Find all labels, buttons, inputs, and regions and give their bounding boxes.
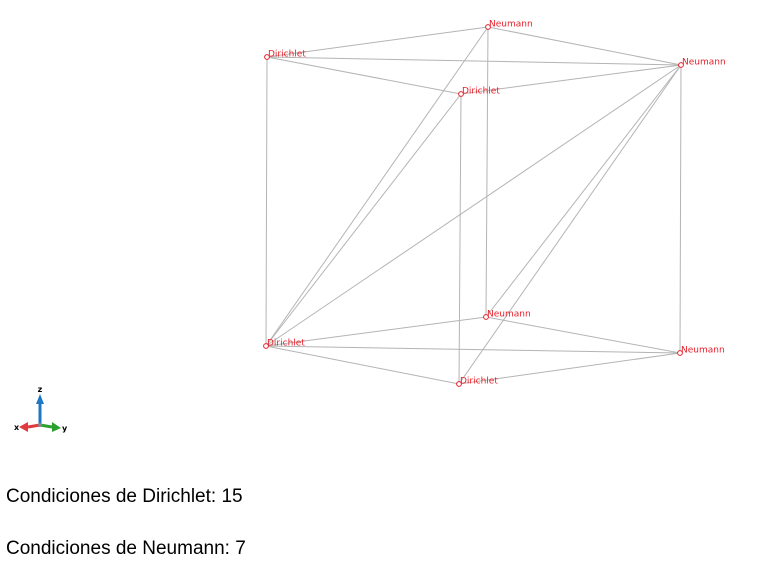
mesh-edge-n2-n1 (266, 26, 489, 58)
mesh-node-dirichlet-n4[interactable] (458, 91, 464, 97)
mesh-node-neumann-n1[interactable] (485, 24, 491, 30)
x-axis-shaft (27, 423, 41, 429)
mesh-node-dirichlet-n6[interactable] (263, 343, 269, 349)
mesh-node-dirichlet-n8[interactable] (456, 381, 462, 387)
mesh-viewport[interactable]: NeumannDirichletNeumannDirichletNeumannD… (0, 0, 771, 460)
mesh-node-neumann-n7[interactable] (677, 350, 683, 356)
mesh-edge-n6-n7 (265, 345, 681, 354)
mesh-edge-n7-n8 (458, 352, 681, 385)
mesh-edge-n6-n3 (265, 64, 682, 347)
mesh-edge-n3-n4 (460, 64, 682, 95)
z-axis-label: z (38, 385, 43, 394)
mesh-edge-n4-n2 (266, 56, 462, 95)
node-label-dirichlet: Dirichlet (268, 50, 306, 60)
mesh-edge-n6-n4 (265, 93, 462, 347)
y-axis-label: y (62, 424, 68, 433)
mesh-edge-n5-n7 (485, 316, 681, 354)
node-label-dirichlet: Dirichlet (267, 339, 305, 349)
mesh-edge-n8-n3 (458, 64, 682, 385)
dirichlet-count-text: Condiciones de Dirichlet: 15 (6, 486, 243, 507)
mesh-edge-n2-n6 (265, 56, 268, 347)
neumann-count-text: Condiciones de Neumann: 7 (6, 538, 246, 559)
node-label-neumann: Neumann (681, 346, 725, 356)
x-axis-label: x (14, 423, 20, 432)
mesh-edge-n6-n1 (265, 26, 489, 347)
node-label-dirichlet: Dirichlet (462, 87, 500, 97)
mesh-node-neumann-n5[interactable] (483, 314, 489, 320)
axes-triad-icon: z x y (14, 385, 68, 433)
mesh-edge-n2-n3 (266, 56, 682, 66)
mesh-node-dirichlet-n2[interactable] (264, 54, 270, 60)
axes-origin-icon (38, 423, 42, 427)
node-label-neumann: Neumann (682, 58, 726, 68)
mesh-nodes: NeumannDirichletNeumannDirichletNeumannD… (263, 20, 726, 387)
node-label-neumann: Neumann (489, 20, 533, 30)
x-axis-arrowhead-icon (19, 422, 28, 432)
mesh-edge-n5-n3 (485, 64, 682, 318)
mesh-node-neumann-n3[interactable] (678, 62, 684, 68)
y-axis-arrowhead-icon (52, 422, 61, 432)
mesh-edge-n3-n7 (679, 64, 682, 354)
mesh-edge-n8-n6 (265, 345, 460, 385)
mesh-edges (265, 26, 682, 385)
mesh-edge-n1-n5 (485, 26, 489, 318)
mesh-edge-n6-n5 (265, 316, 487, 347)
mesh-edge-n1-n3 (487, 26, 682, 66)
node-label-neumann: Neumann (487, 310, 531, 320)
mesh-edge-n4-n8 (458, 93, 462, 385)
y-axis-shaft (39, 423, 53, 429)
node-label-dirichlet: Dirichlet (460, 377, 498, 387)
z-axis-arrowhead-icon (36, 394, 44, 404)
